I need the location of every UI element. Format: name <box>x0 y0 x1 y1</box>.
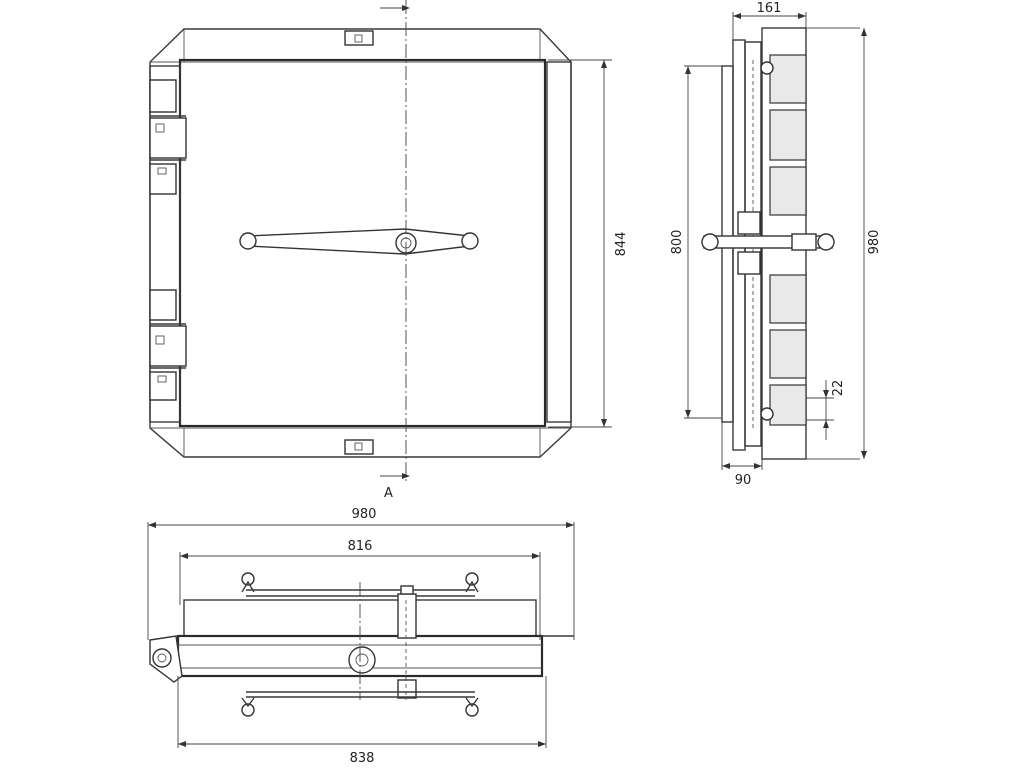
top-seal <box>760 61 774 75</box>
section-arrow-bottom <box>380 473 410 479</box>
dim-838-label: 838 <box>350 751 375 766</box>
bottom-latch-block <box>344 439 374 455</box>
dim-800-label: 800 <box>670 230 685 255</box>
upper-handle-bar <box>241 572 479 597</box>
front-view: A 844 <box>149 0 629 501</box>
dim-980-vertical-label: 980 <box>867 230 882 255</box>
wall-blocks <box>769 54 807 426</box>
dim-22-label: 22 <box>831 380 846 397</box>
right-hinge-strip <box>546 61 572 423</box>
top-latch-block <box>344 30 374 46</box>
top-view-lock <box>348 585 417 699</box>
dim-90: 90 <box>721 420 763 488</box>
door-handle <box>239 228 479 255</box>
dim-844-label: 844 <box>614 232 629 257</box>
left-hinge-strip <box>149 65 181 423</box>
lower-hinge <box>149 289 187 401</box>
dim-161: 161 <box>732 1 807 40</box>
dim-161-label: 161 <box>757 1 782 16</box>
dim-816-label: 816 <box>348 539 373 554</box>
dim-980-vertical: 980 <box>861 28 882 459</box>
top-view-hinge <box>149 635 183 683</box>
bottom-seal <box>760 407 774 421</box>
dim-980-horizontal: 980 <box>147 507 575 640</box>
lower-handle-bar <box>241 691 479 717</box>
upper-hinge <box>149 79 187 195</box>
top-view: 980 816 <box>147 507 575 766</box>
side-view: 161 <box>670 1 882 488</box>
dim-844: 844 <box>548 59 629 428</box>
dim-980-horizontal-label: 980 <box>352 507 377 522</box>
dim-90-label: 90 <box>735 473 752 488</box>
dim-816: 816 <box>179 539 541 640</box>
side-handle-assembly <box>701 211 835 275</box>
section-marker-label: A <box>384 486 393 501</box>
dim-838: 838 <box>177 676 547 766</box>
dim-22: 22 <box>806 380 846 440</box>
section-arrow-top <box>380 5 410 11</box>
dim-800: 800 <box>670 65 722 419</box>
